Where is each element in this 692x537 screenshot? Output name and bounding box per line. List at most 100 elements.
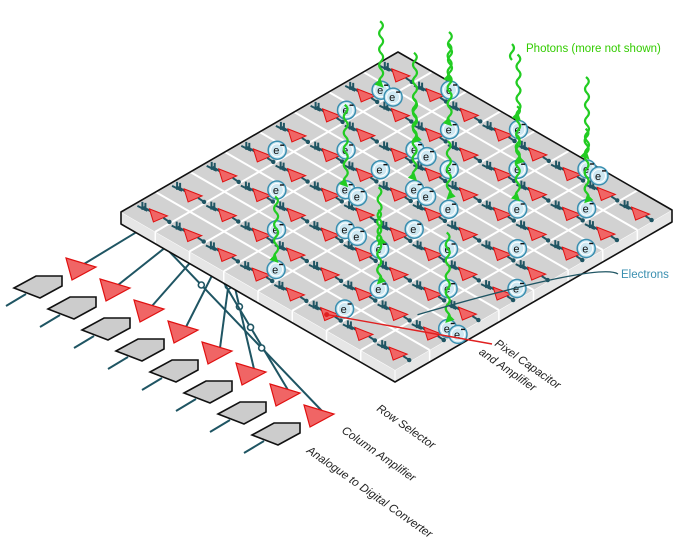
pixel-output-node xyxy=(443,178,448,184)
photon-arrow xyxy=(442,42,453,127)
pixel-output-node xyxy=(374,139,379,144)
pixel-output-node xyxy=(477,238,482,243)
electron-highlight xyxy=(420,149,434,164)
electron-symbol: e xyxy=(454,329,460,341)
pixel-output-node xyxy=(580,218,585,223)
pixel-amplifier-icon xyxy=(561,206,583,222)
pixel-output-node xyxy=(235,259,241,264)
pixel-output-node xyxy=(477,198,482,204)
capacitor-icon xyxy=(584,180,600,192)
pixel-output-node xyxy=(442,298,447,303)
pixel-cell xyxy=(343,161,379,184)
pixel-amplifier-icon xyxy=(320,227,341,242)
pixel-output-node xyxy=(270,199,276,204)
pixel-cell xyxy=(447,101,483,124)
capacitor-icon xyxy=(378,101,394,113)
pixel-cell xyxy=(550,200,585,223)
electron: e xyxy=(439,159,459,180)
pixel-amplifier-icon xyxy=(354,286,375,302)
pixel-cell xyxy=(412,200,448,224)
capacitor-icon xyxy=(376,340,392,351)
pixel-amplifier-icon xyxy=(251,227,272,243)
pixel-output-node xyxy=(340,119,345,125)
pixel-amplifier-icon xyxy=(423,286,444,302)
adc-icon xyxy=(182,380,233,404)
electron-symbol: e xyxy=(342,185,348,197)
pixel-cell xyxy=(240,141,276,165)
capacitor-icon xyxy=(377,220,393,232)
photon-arrow xyxy=(407,97,418,181)
adc-icon xyxy=(250,422,301,446)
capacitor-icon xyxy=(482,121,498,132)
pixel-amplifier-icon xyxy=(321,187,342,203)
photon-arrow xyxy=(515,105,525,165)
pixel-amplifier-icon xyxy=(493,167,514,182)
capacitor-icon xyxy=(171,181,187,193)
electron-highlight xyxy=(373,162,388,177)
electron-symbol: e xyxy=(273,185,279,197)
pixel-amplifier-icon xyxy=(286,247,307,262)
pixel-amplifier-icon xyxy=(388,306,409,322)
adc-icon xyxy=(80,317,131,341)
pixel-output-node xyxy=(545,238,551,243)
pixel-output-node xyxy=(407,318,412,323)
capacitor-icon xyxy=(205,241,221,253)
pixel-amplifier-icon xyxy=(458,266,479,282)
pixel-output-node xyxy=(374,179,379,184)
pixel-cell xyxy=(413,121,448,144)
pixel-cell xyxy=(411,280,447,303)
capacitor-icon xyxy=(411,280,427,292)
pixel-output-node xyxy=(304,298,309,304)
pixel-output-node xyxy=(511,258,516,263)
electron: e xyxy=(266,259,286,280)
capacitor-icon xyxy=(549,240,565,251)
pixel-output-node xyxy=(373,298,378,303)
pixel-amplifier-icon xyxy=(424,167,445,182)
electron: e xyxy=(448,324,468,345)
pixel-cell xyxy=(377,220,413,244)
capacitor-icon xyxy=(308,221,324,232)
pixel-amplifier-icon xyxy=(285,287,306,302)
pixel-cell xyxy=(378,181,413,204)
electron-symbol: e xyxy=(375,284,381,296)
column-amplifier-icon xyxy=(201,341,234,365)
capacitor-icon xyxy=(240,221,256,233)
column-amplifier-icon xyxy=(99,278,132,302)
electron-symbol: e xyxy=(583,204,589,216)
adc-icon xyxy=(216,401,267,425)
capacitor-icon xyxy=(446,220,462,232)
column-amplifier-icon xyxy=(235,362,268,386)
capacitor-icon xyxy=(413,121,429,133)
capacitor-icon xyxy=(378,141,394,153)
pixel-amplifier-icon xyxy=(319,306,341,322)
adc-icon xyxy=(148,359,199,383)
pixel-amplifier-icon xyxy=(526,266,548,281)
photon-legend-icon xyxy=(508,43,516,61)
electron-symbol: e xyxy=(445,165,451,177)
pixel-cell xyxy=(343,240,378,264)
electron-highlight xyxy=(339,103,354,118)
electron-highlight xyxy=(510,241,525,256)
output-wire xyxy=(175,398,197,412)
capacitor-icon xyxy=(342,320,358,332)
pixel-output-node xyxy=(546,158,551,164)
capacitor-icon xyxy=(377,260,393,272)
pixel-cell xyxy=(309,141,345,164)
pixel-cell xyxy=(516,140,551,164)
electron-highlight xyxy=(269,183,284,197)
pixel-amplifier-icon xyxy=(355,207,376,222)
pixel-amplifier-icon xyxy=(458,226,479,242)
pixel-amplifier-icon xyxy=(527,226,548,242)
pixel-amplifier-icon xyxy=(182,227,204,243)
capacitor-icon xyxy=(445,300,461,311)
electron-highlight xyxy=(407,222,422,237)
photon-arrow xyxy=(411,51,422,144)
column-amplifier-icon xyxy=(133,299,166,323)
pixel-output-node xyxy=(476,317,481,323)
capacitor-icon xyxy=(136,201,152,213)
electron-symbol: e xyxy=(389,92,395,104)
photons-label: Photons (more not shown) xyxy=(526,43,661,55)
electron-symbol: e xyxy=(411,145,417,157)
pixel-cell xyxy=(446,260,481,283)
capacitor-icon xyxy=(447,101,463,113)
